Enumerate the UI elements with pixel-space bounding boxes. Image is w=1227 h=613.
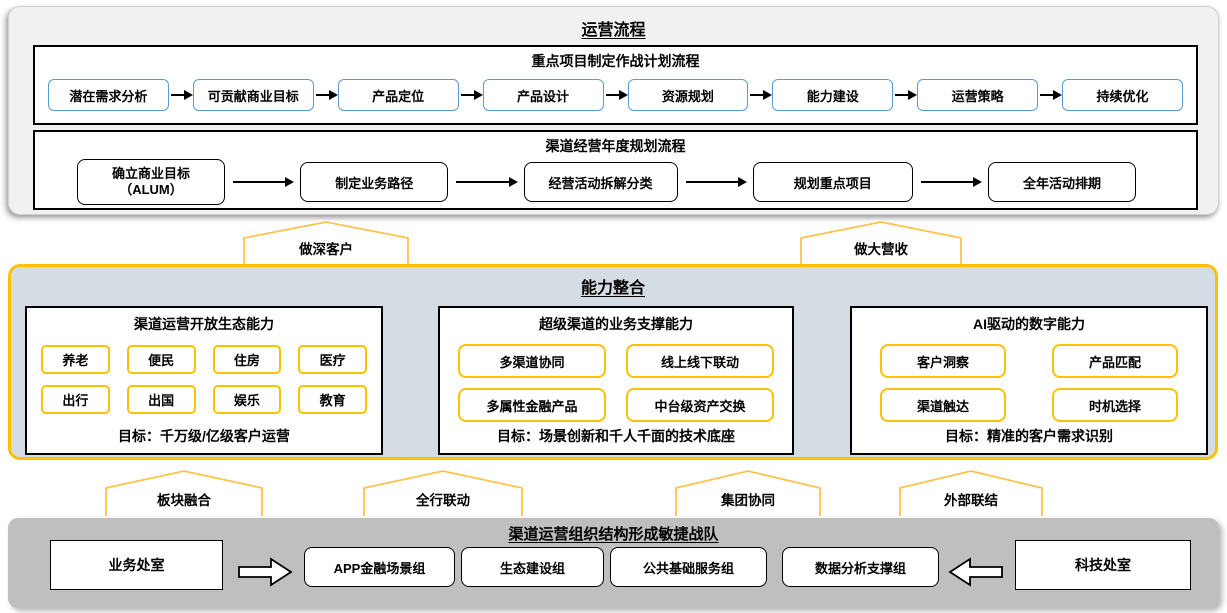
operations-panel-title: 运营流程 <box>581 22 646 39</box>
capability-item: 便民 <box>126 345 196 374</box>
capability-item: 时机选择 <box>1052 388 1178 422</box>
team-box: 公共基础服务组 <box>610 547 767 587</box>
capability-item-grid: 多渠道协同 线上线下联动 多属性金融产品 中台级资产交换 <box>458 344 774 422</box>
team-box: 数据分析支撑组 <box>782 547 939 587</box>
key-project-flow-row: 潜在需求分析 可贡献商业目标 产品定位 产品设计 资源规划 能力建设 运营策略 … <box>48 78 1183 112</box>
block-arrow-right-icon <box>237 556 293 588</box>
flow-step: 可贡献商业目标 <box>192 79 314 111</box>
capability-item: 线上线下联动 <box>626 344 774 378</box>
flow-step: 全年活动排期 <box>988 162 1136 202</box>
team-box: APP金融场景组 <box>304 547 455 587</box>
house-arrow-label: 做大营收 <box>854 242 908 258</box>
house-arrow-icon <box>104 469 264 516</box>
capability-column-super-channel: 超级渠道的业务支撑能力 多渠道协同 线上线下联动 多属性金融产品 中台级资产交换… <box>438 306 794 455</box>
capability-item: 出国 <box>126 385 196 414</box>
annual-plan-flow-box: 渠道经营年度规划流程 确立商业目标 （ALUM） 制定业务路径 经营活动拆解分类… <box>33 130 1198 210</box>
flow-step: 潜在需求分析 <box>48 79 169 111</box>
up-arrow-sector-integration: 板块融合 <box>104 469 264 516</box>
capability-item: 渠道触达 <box>880 388 1006 422</box>
flow-step: 产品设计 <box>482 79 604 111</box>
flow-arrow-icon <box>233 176 295 187</box>
house-arrow-icon <box>898 469 1044 516</box>
up-arrow-deepen-customers: 做深客户 <box>242 220 410 264</box>
flow-arrow-icon <box>920 176 983 187</box>
annual-plan-flow-title: 渠道经营年度规划流程 <box>545 138 686 154</box>
house-arrow-icon <box>362 469 524 516</box>
flow-step: 确立商业目标 （ALUM） <box>77 159 225 205</box>
capability-item: 中台级资产交换 <box>626 388 774 422</box>
up-arrow-bankwide-linkage: 全行联动 <box>362 469 524 516</box>
flow-step: 规划重点项目 <box>752 162 913 202</box>
flow-step: 经营活动拆解分类 <box>523 162 678 202</box>
house-arrow-label: 全行联动 <box>416 492 470 508</box>
org-structure-panel: 渠道运营组织结构形成敏捷战队 业务处室 APP金融场景组 生态建设组 公共基础服… <box>8 518 1219 608</box>
capability-column-ecosystem: 渠道运营开放生态能力 养老 便民 住房 医疗 出行 出国 娱乐 教育 目标：千万… <box>25 306 383 455</box>
capability-panel-title: 能力整合 <box>580 280 645 297</box>
flow-step: 制定业务路径 <box>300 162 449 202</box>
capability-item: 养老 <box>41 345 110 374</box>
capability-goal-text: 目标：精准的客户需求识别 <box>945 428 1113 444</box>
capability-item: 产品匹配 <box>1052 344 1178 378</box>
annual-plan-flow-row: 确立商业目标 （ALUM） 制定业务路径 经营活动拆解分类 规划重点项目 全年活… <box>77 159 1136 205</box>
key-project-flow-title: 重点项目制定作战计划流程 <box>531 53 700 69</box>
capability-item: 娱乐 <box>212 385 282 414</box>
business-dept-box: 业务处室 <box>50 540 223 590</box>
flow-arrow-icon <box>750 89 773 100</box>
house-arrow-icon <box>242 220 410 264</box>
capability-column-title: AI驱动的数字能力 <box>973 316 1085 332</box>
capability-item: 住房 <box>212 345 282 374</box>
capability-item: 出行 <box>41 385 110 414</box>
block-arrow-left-icon <box>948 556 1004 588</box>
house-arrow-icon <box>674 469 822 516</box>
team-box: 生态建设组 <box>461 547 604 587</box>
house-arrow-label: 做深客户 <box>299 242 353 258</box>
up-arrow-external-connection: 外部联结 <box>898 469 1044 516</box>
org-panel-title: 渠道运营组织结构形成敏捷战队 <box>508 526 719 543</box>
flow-arrow-icon <box>895 89 918 100</box>
capability-item: 多属性金融产品 <box>458 388 606 422</box>
up-arrow-group-synergy: 集团协同 <box>674 469 822 516</box>
house-arrow-icon <box>799 220 963 264</box>
capability-goal-text: 目标：场景创新和千人千面的技术底座 <box>497 428 735 444</box>
capability-item: 多渠道协同 <box>458 344 606 378</box>
flow-step: 资源规划 <box>627 79 749 111</box>
key-project-flow-box: 重点项目制定作战计划流程 潜在需求分析 可贡献商业目标 产品定位 产品设计 资源… <box>33 45 1198 125</box>
flow-step: 能力建设 <box>772 79 894 111</box>
house-arrow-label: 集团协同 <box>721 492 775 508</box>
capability-item: 客户洞察 <box>880 344 1006 378</box>
flow-step: 运营策略 <box>917 79 1039 111</box>
flow-arrow-icon <box>315 89 338 100</box>
house-arrow-label: 板块融合 <box>157 492 211 508</box>
flow-arrow-icon <box>456 176 518 187</box>
capability-panel: 能力整合 渠道运营开放生态能力 养老 便民 住房 医疗 出行 出国 娱乐 教育 … <box>8 264 1218 460</box>
capability-goal-text: 目标：千万级/亿级客户运营 <box>118 428 290 444</box>
flow-arrow-icon <box>605 89 628 100</box>
capability-column-title: 超级渠道的业务支撑能力 <box>539 316 693 332</box>
capability-item-grid: 客户洞察 产品匹配 渠道触达 时机选择 <box>880 344 1178 422</box>
flow-arrow-icon <box>1040 89 1063 100</box>
tech-dept-box: 科技处室 <box>1015 540 1191 590</box>
flow-arrow-icon <box>460 89 483 100</box>
house-arrow-label: 外部联结 <box>944 492 998 508</box>
flow-arrow-icon <box>170 89 193 100</box>
flow-step: 持续优化 <box>1062 79 1183 111</box>
capability-column-title: 渠道运营开放生态能力 <box>134 316 274 332</box>
capability-item: 医疗 <box>298 345 367 374</box>
flow-step: 产品定位 <box>337 79 459 111</box>
flow-arrow-icon <box>685 176 748 187</box>
operations-panel: 运营流程 重点项目制定作战计划流程 潜在需求分析 可贡献商业目标 产品定位 产品… <box>8 6 1219 215</box>
capability-item-grid: 养老 便民 住房 医疗 出行 出国 娱乐 教育 <box>41 345 367 414</box>
capability-column-ai-digital: AI驱动的数字能力 客户洞察 产品匹配 渠道触达 时机选择 目标：精准的客户需求… <box>850 306 1208 455</box>
up-arrow-grow-revenue: 做大营收 <box>799 220 963 264</box>
capability-item: 教育 <box>298 385 367 414</box>
